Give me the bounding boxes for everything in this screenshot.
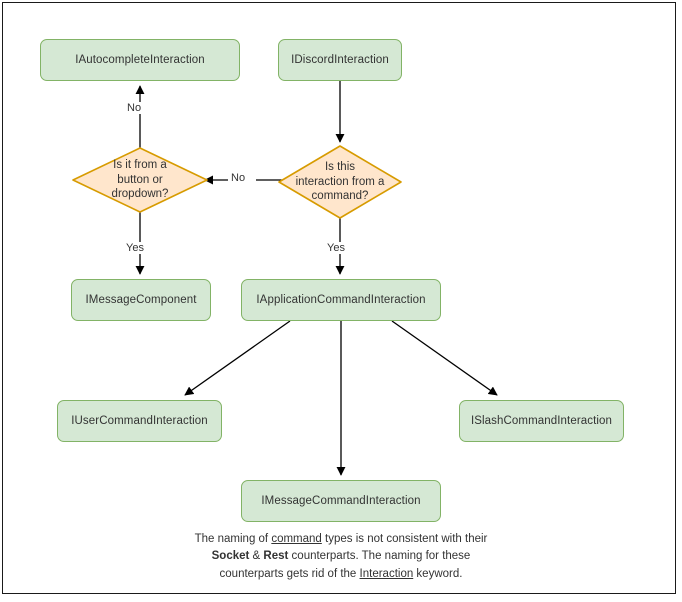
- node-label: IMessageCommandInteraction: [261, 494, 421, 507]
- diamond-shape: [278, 145, 402, 219]
- diagram-caption: The naming of command types is not consi…: [135, 531, 547, 583]
- caption-ampersand: &: [249, 550, 264, 563]
- node-slash-command-interaction[interactable]: ISlashCommandInteraction: [459, 400, 624, 442]
- node-message-command-interaction[interactable]: IMessageCommandInteraction: [241, 480, 441, 522]
- node-label: ISlashCommandInteraction: [470, 414, 613, 427]
- caption-line-3: counterparts gets rid of the Interaction…: [135, 566, 547, 583]
- edge-label-yes-right: Yes: [325, 242, 347, 254]
- edge-app-command-to-user-command: [184, 320, 291, 396]
- edge-label-yes-left: Yes: [124, 242, 146, 254]
- node-autocomplete-interaction[interactable]: IAutocompleteInteraction: [40, 39, 240, 81]
- caption-line-1: The naming of command types is not consi…: [135, 531, 547, 548]
- caption-underline-interaction: Interaction: [359, 567, 414, 580]
- node-discord-interaction[interactable]: IDiscordInteraction: [278, 39, 402, 81]
- edge-label-no-left: No: [229, 172, 248, 184]
- edge-app-command-to-slash-command: [391, 320, 498, 396]
- edge-label-no-up: No: [125, 102, 144, 114]
- caption-text: The naming of: [194, 533, 272, 545]
- caption-line-2: Socket & Rest counterparts. The naming f…: [135, 548, 547, 565]
- node-label: IDiscordInteraction: [291, 53, 389, 66]
- node-user-command-interaction[interactable]: IUserCommandInteraction: [57, 400, 222, 442]
- node-label: IMessageComponent: [85, 293, 197, 306]
- caption-text: types is not consistent with their: [321, 533, 488, 545]
- node-decision-button-or-dropdown[interactable]: Is it from a button or dropdown?: [70, 146, 210, 214]
- node-label: IApplicationCommandInteraction: [256, 293, 426, 306]
- node-label: IAutocompleteInteraction: [75, 53, 205, 66]
- caption-bold-socket: Socket: [211, 550, 250, 563]
- caption-bold-rest: Rest: [263, 550, 289, 563]
- node-application-command-interaction[interactable]: IApplicationCommandInteraction: [241, 279, 441, 321]
- node-label: IUserCommandInteraction: [71, 414, 208, 427]
- caption-text: keyword.: [413, 567, 463, 580]
- caption-underline-command: command: [271, 533, 322, 545]
- diamond-shape: [72, 147, 208, 213]
- caption-text: counterparts. The naming for these: [288, 550, 471, 563]
- node-message-component[interactable]: IMessageComponent: [71, 279, 211, 321]
- node-decision-from-command[interactable]: Is this interaction from a command?: [276, 144, 404, 220]
- caption-text: counterparts gets rid of the: [219, 567, 360, 580]
